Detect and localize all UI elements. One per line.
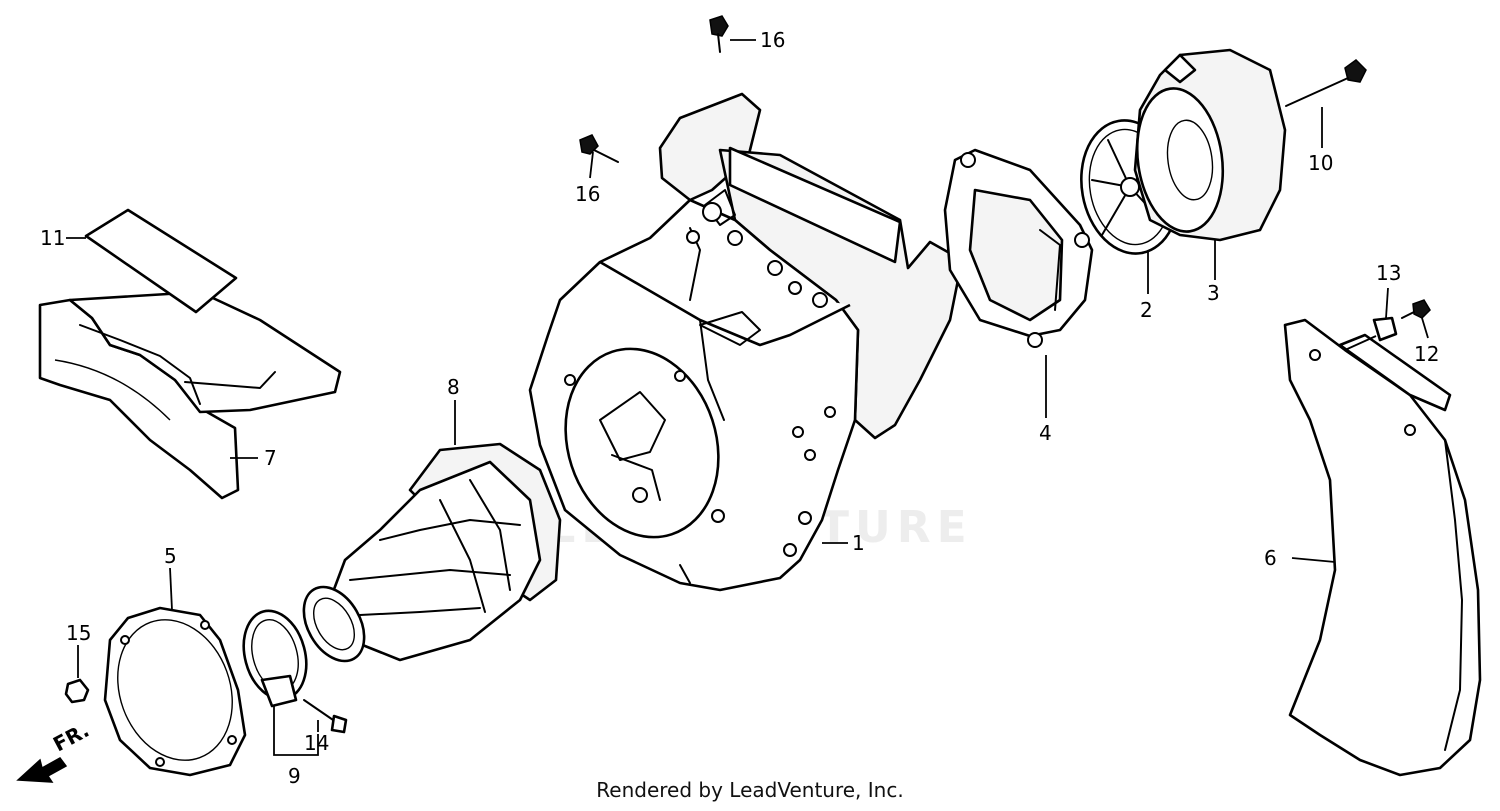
bolt-10 — [1285, 59, 1367, 107]
callout-6: 6 — [1264, 546, 1277, 570]
leader-lines — [66, 39, 1429, 756]
callout-7: 7 — [264, 446, 277, 470]
callout-3: 3 — [1207, 281, 1220, 305]
label-sheet — [84, 208, 238, 314]
front-label: FR. — [49, 718, 93, 757]
callout-12: 12 — [1414, 342, 1439, 366]
front-direction-arrow: FR. — [16, 718, 93, 783]
callout-13: 13 — [1376, 261, 1401, 285]
callout-4: 4 — [1039, 421, 1052, 445]
callout-14: 14 — [304, 731, 329, 755]
callout-10: 10 — [1308, 151, 1333, 175]
callout-16-top: 16 — [760, 28, 785, 52]
gasket-ring — [103, 606, 247, 777]
callout-15: 15 — [66, 621, 91, 645]
callout-11: 11 — [40, 226, 65, 250]
footer-credit: Rendered by LeadVenture, Inc. — [596, 778, 904, 802]
bolt-14 — [303, 699, 348, 734]
nut-15 — [64, 678, 90, 704]
bolt-12 — [1401, 299, 1431, 319]
main-shroud — [528, 92, 964, 592]
callout-8: 8 — [447, 375, 460, 399]
callout-16-mid: 16 — [575, 182, 600, 206]
hose-clamp — [242, 609, 308, 708]
bolt-16-top — [709, 15, 729, 53]
side-cover-plate — [38, 290, 342, 500]
side-panel — [1283, 318, 1482, 777]
callout-9: 9 — [288, 764, 301, 788]
callout-2: 2 — [1140, 298, 1153, 322]
fan-housing-plate — [943, 148, 1094, 348]
cap-13 — [1372, 316, 1398, 342]
callout-5: 5 — [164, 544, 177, 568]
bolt-16-mid — [579, 134, 619, 163]
fan-cover-cup — [1133, 48, 1287, 242]
callout-1: 1 — [852, 531, 865, 555]
intake-duct — [302, 442, 562, 663]
